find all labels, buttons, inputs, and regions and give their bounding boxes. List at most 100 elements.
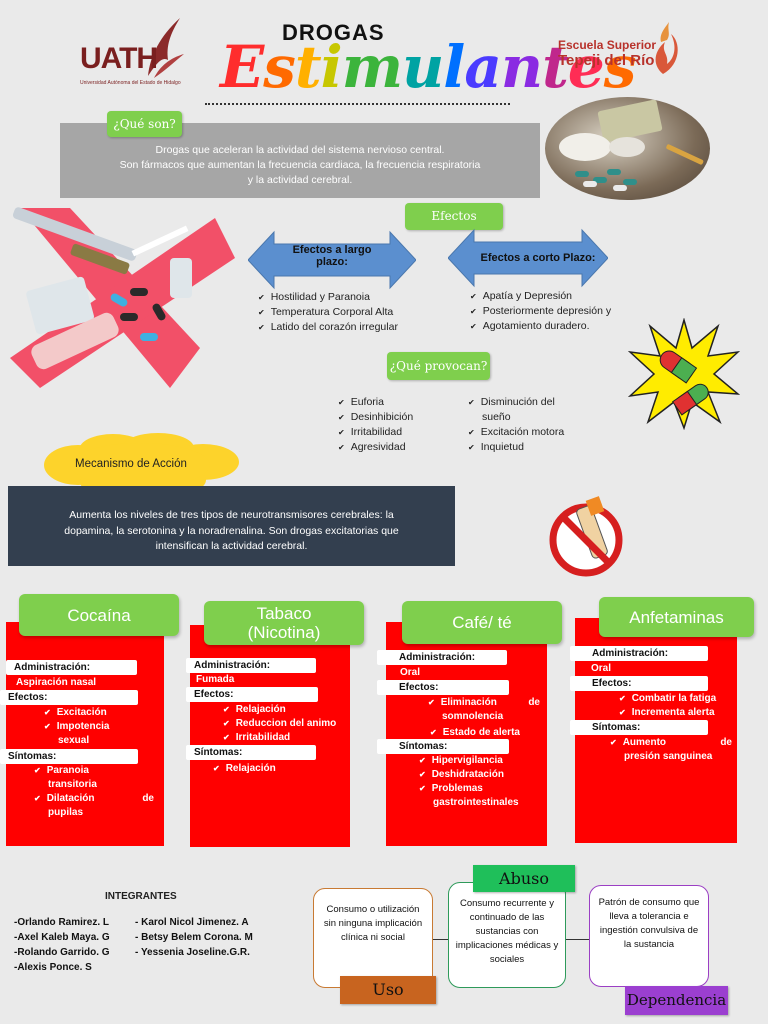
largo-item-3: Latido del corazón irregular (258, 320, 398, 335)
anf-sin-1b: de (720, 737, 732, 748)
cafe-sin-list: Hipervigilancia Deshidratación Problemas… (419, 754, 519, 810)
mecanismo-line2: dopamina, la serotonina y la noradrenali… (64, 524, 399, 537)
card-tabaco-title-2: (Nicotina) (247, 623, 321, 642)
provocan-left-2: Desinhibición (338, 410, 413, 425)
title-estimulantes: Estimulantes (220, 33, 637, 101)
largo-item-2: Temperatura Corporal Alta (258, 305, 398, 320)
tabaco-ef-2: Reduccion del animo (223, 717, 337, 731)
cafe-adm-value: Oral (400, 667, 421, 678)
que-son-line1: Drogas que aceleran la actividad del sis… (155, 144, 445, 156)
largo-plazo-label: Efectos a largo plazo: (292, 244, 372, 268)
tabaco-adm-value: Fumada (196, 674, 235, 685)
cafe-ef-label: Efectos: (377, 680, 509, 695)
abuso-bubble: Consumo recurrente y continuado de las s… (448, 882, 566, 988)
anf-ef-list: Combatir la fatiga Incrementa alerta (619, 692, 716, 720)
card-cocaina-title: Cocaína (19, 594, 179, 636)
cocaina-sin-2-row: Dilatación de (34, 792, 154, 806)
provocan-right-1a: Disminución del (480, 396, 555, 408)
cafe-ef-1c: somnolencia (442, 711, 504, 722)
cafe-sin-2: Deshidratación (419, 768, 519, 782)
anf-ef-1: Combatir la fatiga (619, 692, 716, 706)
corto-item-1: Apatía y Depresión (470, 289, 611, 304)
cocaina-sin-2c: pupilas (48, 807, 84, 818)
title-letter: n (500, 33, 543, 101)
efectos-tag: Efectos (405, 203, 503, 230)
tabaco-adm-label: Administración: (186, 658, 316, 673)
cafe-sin-3: Problemas (419, 782, 519, 796)
title-letter: m (341, 33, 403, 101)
title-drogas: DROGAS (282, 20, 385, 45)
largo-item-1: Hostilidad y Paranoia (258, 290, 398, 305)
cocaina-ef-2b: sexual (58, 735, 90, 746)
provocan-tag: ¿Qué provocan? (387, 352, 490, 380)
title-letter: e (567, 33, 605, 101)
anf-sin-label: Síntomas: (570, 720, 708, 735)
card-anfetaminas-title: Anfetaminas (599, 597, 754, 637)
que-son-line3: y la actividad cerebral. (247, 174, 353, 186)
cafe-sin-1: Hipervigilancia (419, 754, 519, 768)
uath-logo-subtitle: Universidad Autónoma del Estado de Hidal… (80, 80, 181, 86)
flame-logo-icon (655, 22, 678, 74)
uath-logo: UATH Universidad Autónoma del Estado de … (78, 16, 188, 88)
title-divider (205, 103, 510, 105)
provocan-right-3: Inquietud (468, 440, 564, 455)
integrante-3: -Rolando Garrido. G (14, 947, 110, 958)
pills-starburst-icon (628, 318, 740, 430)
tabaco-ef-label: Efectos: (186, 687, 318, 702)
corto-plazo-label: Efectos a corto Plazo: (480, 252, 596, 264)
anf-ef-label: Efectos: (570, 676, 708, 691)
anf-sin-1-row: Aumento de (610, 736, 732, 750)
cocaina-sin-1: Paranoia (34, 764, 154, 778)
provocan-left-4: Agresividad (338, 440, 413, 455)
wing-logo-icon (148, 18, 184, 78)
title-letter: i (320, 33, 343, 101)
cafe-sin-3b: gastrointestinales (433, 797, 519, 808)
tabaco-ef-1: Relajación (223, 703, 336, 717)
integrante-5: - Karol Nicol Jimenez. A (135, 917, 249, 928)
anf-ef-2: Incrementa alerta (619, 706, 716, 720)
tabaco-ef-list: Relajación Reduccion del animo Irritabil… (223, 703, 337, 745)
card-tabaco-title: Tabaco (Nicotina) (204, 601, 364, 645)
cafe-sin-label: Síntomas: (377, 739, 509, 754)
largo-plazo-list: Hostilidad y Paranoia Temperatura Corpor… (258, 290, 398, 335)
cocaina-sin-2a: Dilatación (34, 792, 95, 806)
escuela-logo: Escuela Superior Tepeji del Río (555, 20, 685, 80)
tabaco-sin-list: Relajación (213, 762, 276, 776)
cocaina-sin-1b: transitoria (48, 779, 97, 790)
card-cafe-title: Café/ té (402, 601, 562, 644)
integrante-7: - Yessenia Joseline.G.R. (135, 947, 250, 958)
cocaina-ef-1: Excitación (44, 706, 156, 720)
integrante-6-name: Betsy Belem Corona. M (141, 932, 253, 943)
cocaina-adm-value: Aspiración nasal (16, 677, 97, 688)
integrantes-col1: -Orlando Ramirez. L -Axel Kaleb Maya. G … (14, 915, 110, 975)
integrante-1: -Orlando Ramirez. L (14, 917, 110, 928)
title-letter: E (220, 33, 264, 101)
cocaina-sin-list: Paranoia transitoria Dilatación de pupila… (34, 764, 154, 820)
dependencia-tag: Dependencia (625, 986, 728, 1015)
corto-item-2: Posteriormente depresión y (470, 304, 611, 319)
provocan-left-1: Euforia (338, 395, 413, 410)
drugs-crossed-illustration (10, 207, 235, 388)
integrante-2: -Axel Kaleb Maya. G (14, 932, 110, 943)
provocan-list-left: Euforia Desinhibición Irritabilidad Agre… (338, 395, 413, 455)
corto-item-3: Agotamiento duradero. (470, 319, 611, 334)
cafe-ef-1b: de (528, 697, 540, 708)
cocaina-sin-label: Síntomas: (0, 749, 138, 764)
anf-sin-1a: Aumento (610, 736, 666, 750)
integrante-4: -Alexis Ponce. S (14, 962, 92, 973)
uath-logo-text: UATH (80, 42, 158, 75)
title-letter: l (443, 33, 465, 101)
cocaina-ef-2: Impotencia (44, 720, 156, 734)
tabaco-sin-label: Síntomas: (186, 745, 316, 760)
cocaina-sin-2b: de (142, 793, 154, 804)
title-letter: s (603, 33, 637, 101)
tabaco-sin-1: Relajación (213, 762, 276, 776)
integrante-7-name: Yessenia Joseline.G.R. (140, 947, 250, 958)
mecanismo-line3: intensifican la actividad cerebral. (155, 540, 308, 552)
cocaina-adm-label: Administración: (6, 660, 137, 675)
integrante-5-name: Karol Nicol Jimenez. A (141, 917, 249, 928)
